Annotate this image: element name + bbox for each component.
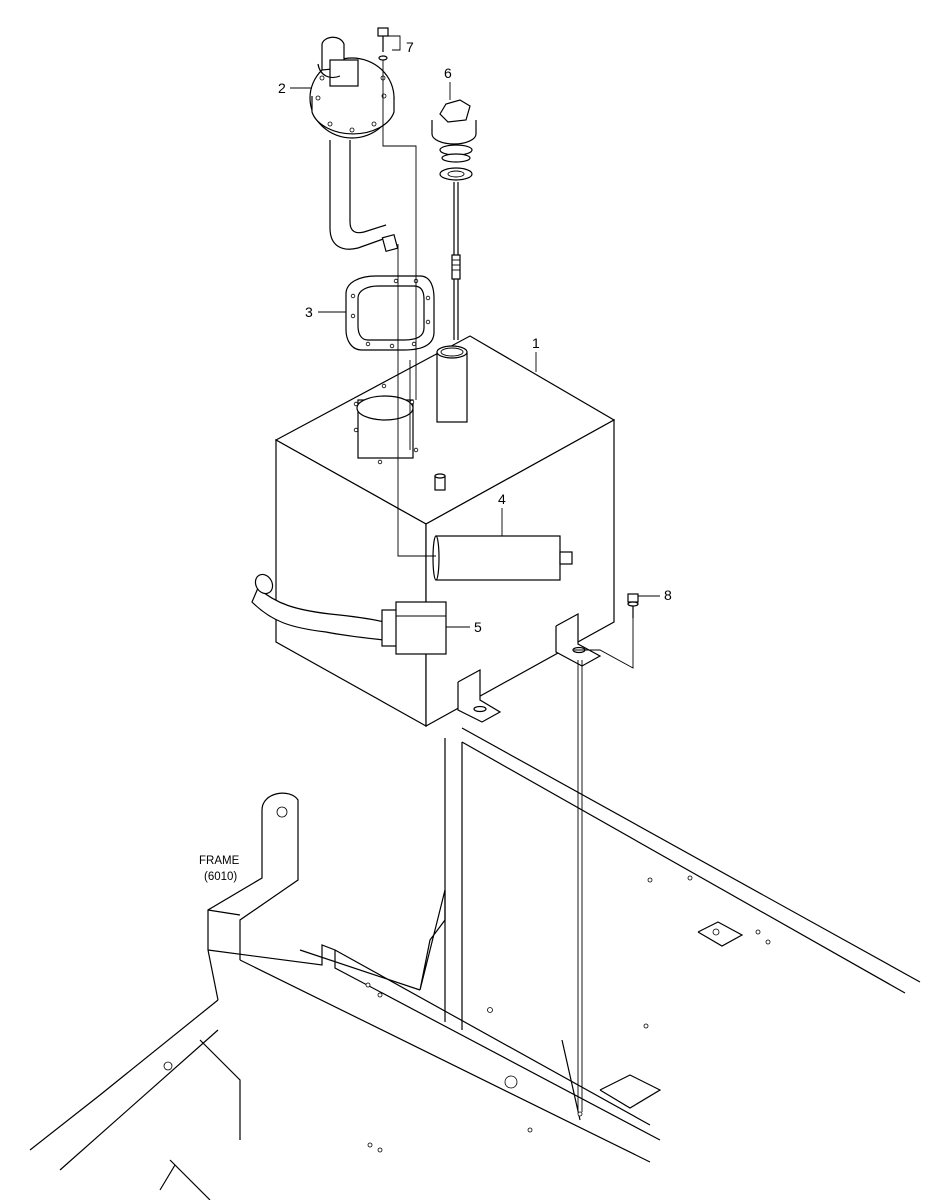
callout-1: 1 — [532, 335, 540, 351]
assembly-lines — [290, 35, 660, 1112]
tank-body — [274, 335, 616, 728]
part-8-bolt — [627, 593, 639, 618]
frame-label-line1: FRAME — [199, 855, 240, 867]
frame-drawing — [29, 727, 921, 1200]
callout-2: 2 — [278, 80, 286, 96]
part-6-filler-cap — [431, 99, 477, 340]
callout-8: 8 — [664, 587, 672, 603]
part-5-suction-strainer — [251, 573, 447, 655]
part-2-cover-assembly — [309, 36, 399, 253]
callout-5: 5 — [474, 619, 482, 635]
callout-6: 6 — [444, 65, 452, 81]
callout-3: 3 — [305, 304, 313, 320]
frame-label-line2: (6010) — [204, 871, 237, 883]
callout-4: 4 — [498, 491, 506, 507]
callout-7: 7 — [406, 39, 414, 55]
part-7-bolt — [377, 27, 389, 70]
part-4-filter — [432, 535, 573, 581]
part-3-gasket — [345, 275, 435, 351]
